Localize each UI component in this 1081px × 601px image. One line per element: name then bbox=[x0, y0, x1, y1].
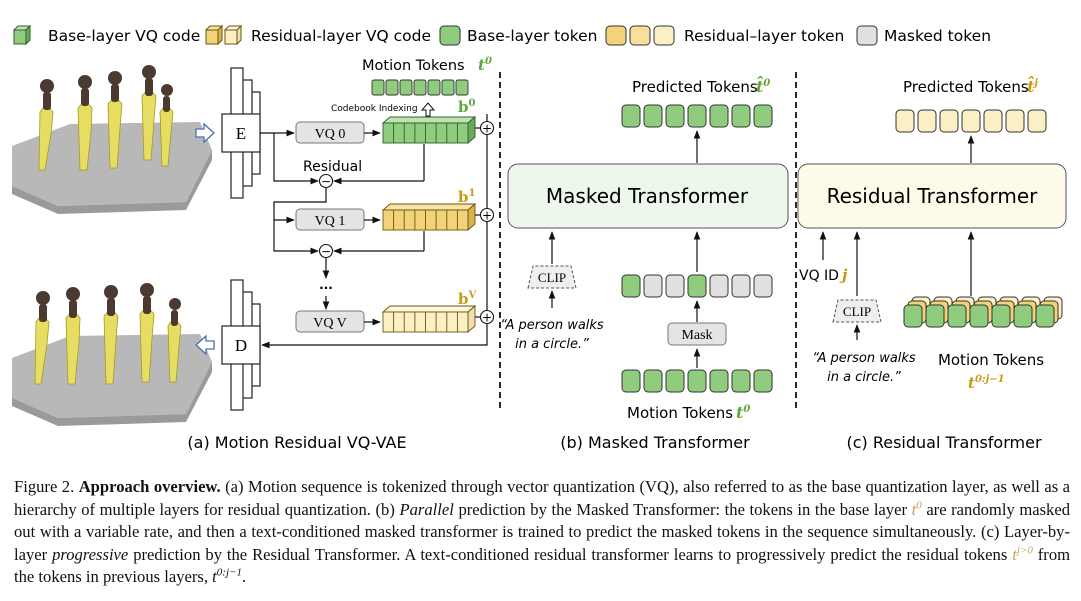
caption-tj-symbol: tj>0 bbox=[1012, 544, 1033, 564]
subtract-node-1-sign: − bbox=[321, 245, 331, 259]
b0-label: b0 bbox=[458, 98, 476, 116]
base-code-strip bbox=[381, 116, 477, 144]
panel-b: Predicted Tokens t̂0 Masked Transformer … bbox=[500, 76, 789, 452]
caption-period: . bbox=[241, 567, 247, 587]
decoder-label: D bbox=[235, 336, 247, 355]
walking-figures-render-top bbox=[12, 65, 212, 214]
layer-ellipsis: ··· bbox=[319, 281, 333, 295]
output-arrow-icon bbox=[195, 334, 215, 356]
panel-b-prompt-line2: in a circle.” bbox=[515, 337, 589, 352]
caption-parallel: Parallel bbox=[399, 499, 454, 519]
panel-b-masked-token-row bbox=[621, 274, 773, 298]
sum-node-v bbox=[479, 309, 495, 325]
panel-b-motion-tokens-label: Motion Tokens bbox=[627, 404, 733, 422]
legend-residual-vq-code: Residual-layer VQ code bbox=[251, 27, 431, 45]
masked-transformer-box bbox=[507, 163, 789, 229]
panel-c-clip-label: CLIP bbox=[843, 304, 871, 319]
sum-node-1 bbox=[479, 207, 495, 223]
approach-overview-figure: Base-layer VQ code Residual-layer VQ cod… bbox=[12, 24, 1067, 452]
figure-caption: Figure 2. Approach overview. (a) Motion … bbox=[14, 476, 1070, 589]
panel-b-predicted-token-row bbox=[621, 104, 773, 128]
panel-c-stacked-token-rows bbox=[903, 296, 1063, 328]
panel-c-predicted-token-row bbox=[895, 109, 1047, 133]
vq1-label: VQ 1 bbox=[315, 214, 346, 229]
b1-label: b1 bbox=[458, 188, 475, 206]
panel-b-subcaption: (b) Masked Transformer bbox=[560, 433, 750, 452]
decoder-block bbox=[221, 279, 261, 411]
residual-vq-code-cubes-icon bbox=[204, 24, 243, 46]
caption-title: Approach overview. bbox=[78, 477, 221, 496]
caption-sentence-3: are randomly masked out with a variable … bbox=[14, 499, 1071, 564]
base-token-swatch-icon bbox=[439, 25, 461, 46]
panel-b-clip-label: CLIP bbox=[538, 270, 566, 285]
mask-label: Mask bbox=[681, 328, 712, 343]
sum-node-1-sign: + bbox=[482, 209, 492, 223]
legend-base-token: Base-layer token bbox=[467, 27, 598, 45]
caption-sentence-5: from the tokens in previous layers, bbox=[14, 544, 1071, 587]
caption-t0j-symbol: t0:j−1 bbox=[212, 566, 242, 587]
panel-c-motion-tokens-label: Motion Tokens bbox=[938, 351, 1044, 369]
encoder-label: E bbox=[236, 124, 246, 143]
legend-masked-token: Masked token bbox=[884, 27, 991, 45]
sum-node-v-sign: + bbox=[482, 311, 492, 325]
panel-a-motion-token-row bbox=[371, 79, 469, 96]
panel-b-input-token-row bbox=[621, 369, 773, 393]
caption-progressive: progressive bbox=[52, 544, 129, 564]
residual-label: Residual bbox=[303, 159, 362, 175]
panel-c-prompt-line1: “A person walks bbox=[812, 351, 916, 366]
subtract-node-0 bbox=[318, 173, 334, 189]
panel-c-tj-hat-symbol: t̂j bbox=[1027, 76, 1038, 96]
base-vq-code-cube-icon bbox=[12, 24, 32, 46]
mask-box bbox=[667, 322, 727, 346]
panel-b-t0-hat-symbol: t̂0 bbox=[756, 76, 770, 96]
panel-b-predicted-label: Predicted Tokens bbox=[632, 78, 758, 96]
vq-id-label: VQ ID bbox=[799, 268, 839, 284]
vqv-label: VQ V bbox=[313, 316, 347, 331]
caption-sentence-2: prediction by the Masked Transformer: th… bbox=[458, 499, 907, 519]
masked-transformer-label: Masked Transformer bbox=[546, 184, 749, 208]
panel-c-subcaption: (c) Residual Transformer bbox=[846, 433, 1041, 452]
subtract-node-0-sign: − bbox=[321, 175, 331, 189]
panel-b-prompt-line1: “A person walks bbox=[500, 318, 604, 333]
panel-b-clip-box bbox=[527, 265, 577, 289]
panel-c-t0j-symbol: t0:j−1 bbox=[968, 374, 1005, 392]
residual-code-strip-v bbox=[381, 305, 477, 333]
codebook-indexing-arrow-icon bbox=[420, 102, 436, 117]
caption-t0-symbol: t0 bbox=[911, 499, 922, 519]
walking-figures-render-bottom bbox=[12, 283, 212, 426]
panel-b-t0-symbol: t0 bbox=[736, 403, 750, 422]
legend-residual-token: Residual–layer token bbox=[684, 27, 844, 45]
sum-node-0 bbox=[479, 120, 495, 136]
input-arrow-icon bbox=[195, 122, 215, 144]
caption-sentence-1: (a) Motion sequence is tokenized through… bbox=[14, 477, 1071, 519]
sum-node-0-sign: + bbox=[482, 122, 492, 136]
residual-code-strip-1 bbox=[381, 203, 477, 231]
legend: Base-layer VQ code Residual-layer VQ cod… bbox=[12, 24, 991, 46]
panel-a-subcaption: (a) Motion Residual VQ-VAE bbox=[187, 433, 406, 452]
panel-c-predicted-label: Predicted Tokens bbox=[903, 78, 1029, 96]
vq0-label: VQ 0 bbox=[315, 127, 346, 142]
bv-label: bV bbox=[458, 290, 477, 308]
panel-a-motion-tokens-label: Motion Tokens bbox=[362, 58, 465, 74]
residual-transformer-box bbox=[797, 163, 1067, 229]
legend-base-vq-code: Base-layer VQ code bbox=[48, 27, 200, 45]
panel-c: Predicted Tokens t̂j Residual Transforme… bbox=[797, 76, 1067, 452]
masked-token-swatch-icon bbox=[856, 25, 878, 46]
vq-id-j-symbol: j bbox=[839, 266, 848, 284]
panel-c-clip-box bbox=[832, 299, 882, 323]
caption-sentence-4: prediction by the Residual Transformer. … bbox=[133, 544, 1008, 564]
caption-figure-label: Figure 2. bbox=[14, 477, 75, 496]
panel-c-prompt-line2: in a circle.” bbox=[827, 370, 901, 385]
codebook-indexing-label: Codebook Indexing bbox=[331, 104, 418, 114]
subtract-node-1 bbox=[318, 243, 334, 259]
residual-transformer-label: Residual Transformer bbox=[827, 184, 1039, 208]
panel-a-t0-symbol: t0 bbox=[478, 56, 492, 74]
panel-a: E D VQ 0 VQ 1 VQ V bbox=[12, 56, 495, 452]
encoder-block bbox=[221, 67, 261, 199]
residual-token-swatches-icon bbox=[605, 25, 675, 46]
